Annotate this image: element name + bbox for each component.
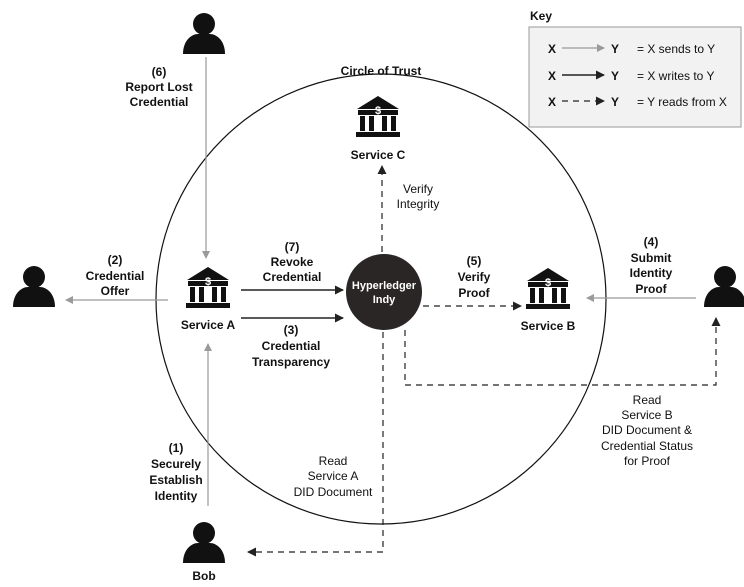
person-icon	[183, 522, 225, 563]
svg-text:(4): (4)	[644, 235, 659, 249]
svg-text:= X sends to Y: = X sends to Y	[637, 42, 715, 56]
svg-text:Y: Y	[611, 69, 619, 83]
svg-text:Proof: Proof	[635, 282, 667, 296]
arrow-read-service-a	[247, 332, 384, 557]
svg-text:Submit: Submit	[631, 251, 672, 265]
svg-text:= Y reads from X: = Y reads from X	[637, 95, 727, 109]
svg-text:Credential: Credential	[86, 269, 145, 283]
svg-text:(1): (1)	[169, 441, 184, 455]
key-row-reads: X Y = Y reads from X	[548, 95, 727, 109]
verify-integrity-label: Verify Integrity	[397, 182, 440, 211]
key-row-sends: X Y = X sends to Y	[548, 42, 715, 56]
svg-text:Verify: Verify	[403, 182, 433, 196]
hub-label-line2: Indy	[373, 294, 396, 306]
service-c-label: Service C	[351, 148, 406, 162]
svg-text:Revoke: Revoke	[271, 255, 314, 269]
svg-text:Read: Read	[633, 393, 662, 407]
svg-text:= X writes to Y: = X writes to Y	[637, 69, 714, 83]
svg-text:Credential: Credential	[130, 95, 189, 109]
circle-title: Circle of Trust	[341, 64, 422, 78]
arrow-read-service-b	[404, 317, 721, 386]
svg-text:Offer: Offer	[101, 284, 130, 298]
circle-of-trust	[155, 73, 607, 525]
step-1-label: (1) Securely Establish Identity	[149, 441, 202, 503]
person-icon	[704, 266, 744, 307]
read-service-b-label: Read Service B DID Document & Credential…	[601, 393, 693, 468]
person-icon	[183, 13, 225, 54]
svg-text:Service A: Service A	[308, 469, 359, 483]
svg-text:Service B: Service B	[621, 408, 672, 422]
step-7-label: (7) Revoke Credential	[263, 240, 322, 284]
svg-text:X: X	[548, 42, 556, 56]
service-a-label: Service A	[181, 318, 236, 332]
hyperledger-indy-node	[346, 254, 422, 330]
svg-text:DID Document &: DID Document &	[602, 423, 692, 437]
svg-text:(2): (2)	[108, 253, 123, 267]
hub-label-line1: Hyperledger	[352, 280, 417, 292]
service-b-label: Service B	[521, 319, 576, 333]
dollar-glyph: $	[375, 105, 381, 117]
svg-text:(6): (6)	[152, 65, 167, 79]
svg-text:Identity: Identity	[630, 266, 673, 280]
person-icon	[13, 266, 55, 307]
bob-label: Bob	[192, 569, 215, 583]
svg-text:Credential Status: Credential Status	[601, 439, 693, 453]
key-title: Key	[530, 9, 552, 23]
svg-text:(5): (5)	[467, 254, 482, 268]
svg-text:Proof: Proof	[458, 286, 490, 300]
svg-text:Identity: Identity	[155, 489, 198, 503]
step-3-label: (3) Credential Transparency	[252, 323, 330, 369]
svg-text:Read: Read	[319, 454, 348, 468]
step-4-label: (4) Submit Identity Proof	[630, 235, 673, 296]
dollar-glyph: $	[205, 276, 211, 288]
svg-text:X: X	[548, 69, 556, 83]
key-panel	[528, 26, 742, 128]
svg-text:Report Lost: Report Lost	[125, 80, 192, 94]
svg-text:Credential: Credential	[262, 339, 321, 353]
step-2-label: (2) Credential Offer	[86, 253, 145, 298]
svg-text:X: X	[548, 95, 556, 109]
svg-text:Credential: Credential	[263, 270, 322, 284]
step-5-label: (5) Verify Proof	[458, 254, 491, 300]
svg-text:Verify: Verify	[458, 270, 491, 284]
svg-text:Y: Y	[611, 42, 619, 56]
svg-text:Securely: Securely	[151, 457, 201, 471]
svg-text:(3): (3)	[284, 323, 299, 337]
svg-text:DID Document: DID Document	[294, 485, 373, 499]
svg-text:(7): (7)	[285, 240, 300, 254]
svg-text:Integrity: Integrity	[397, 197, 440, 211]
step-6-label: (6) Report Lost Credential	[125, 65, 192, 109]
svg-text:for Proof: for Proof	[624, 454, 671, 468]
read-service-a-label: Read Service A DID Document	[294, 454, 373, 499]
dollar-glyph: $	[545, 277, 551, 289]
key-row-writes: X Y = X writes to Y	[548, 69, 714, 83]
svg-text:Transparency: Transparency	[252, 355, 330, 369]
svg-text:Y: Y	[611, 95, 619, 109]
svg-text:Establish: Establish	[149, 473, 202, 487]
